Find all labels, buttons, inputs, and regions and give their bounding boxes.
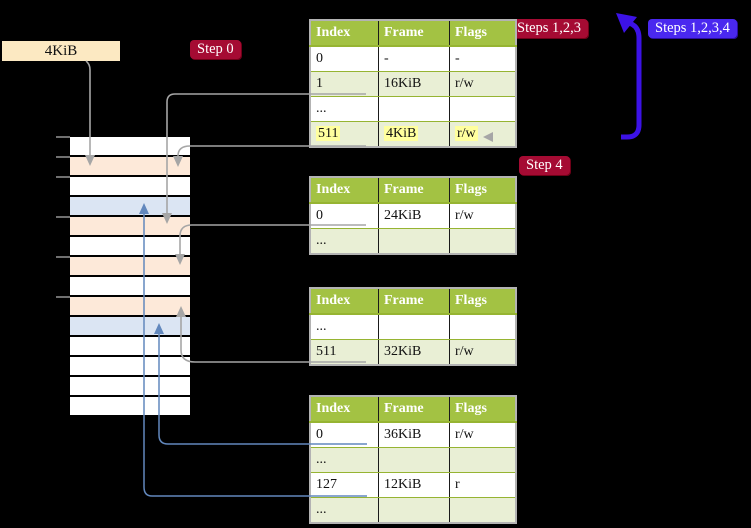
table-cell: 36KiB — [378, 422, 450, 448]
table-row: ... — [310, 228, 516, 254]
table-cell — [378, 447, 450, 473]
memory-frame-row-white — [70, 237, 190, 257]
memory-frame-row-white — [70, 337, 190, 357]
memory-frame-row-peach — [70, 297, 190, 317]
memory-frame-row-white — [70, 277, 190, 297]
table-cell: ... — [310, 447, 379, 473]
steps-123-badge: Steps 1,2,3 — [510, 19, 589, 38]
column-header-index: Index — [310, 288, 379, 315]
memory-frame-row-white — [70, 397, 190, 417]
table-cell: r/w — [449, 339, 516, 365]
column-header-flags: Flags — [449, 396, 516, 423]
memory-frame-row-white — [70, 137, 190, 157]
table-row: ... — [310, 447, 516, 473]
table-cell: 16KiB — [378, 71, 450, 97]
table-cell — [449, 228, 516, 254]
table-cell: 24KiB — [378, 203, 450, 229]
table-cell: r/w — [449, 422, 516, 448]
column-header-index: Index — [310, 177, 379, 204]
table-cell — [449, 447, 516, 473]
memory-frame-row-blue — [70, 317, 190, 337]
column-header-frame: Frame — [378, 177, 450, 204]
memory-frame-row-peach — [70, 157, 190, 177]
table-cell: 12KiB — [378, 472, 450, 498]
table-cell: 32KiB — [378, 339, 450, 365]
table-cell: 511 — [310, 339, 379, 365]
column-header-flags: Flags — [449, 288, 516, 315]
table-cell: - — [449, 46, 516, 72]
table-row: 511 4KiB r/w — [310, 121, 516, 147]
highlighted-value: 4KiB — [384, 126, 419, 141]
memory-frame-row-peach — [70, 257, 190, 277]
table-cell — [449, 497, 516, 523]
table-cell: r/w — [449, 121, 516, 147]
table-cell: - — [378, 46, 450, 72]
memory-frame-row-blue — [70, 197, 190, 217]
column-header-index: Index — [310, 396, 379, 423]
column-header-frame: Frame — [378, 20, 450, 47]
step-4-badge: Step 4 — [519, 156, 570, 175]
column-header-frame: Frame — [378, 396, 450, 423]
table-cell: r — [449, 472, 516, 498]
table-cell — [449, 314, 516, 340]
table-cell — [378, 96, 450, 122]
table-row: ... — [310, 314, 516, 340]
recursive-loop-arrow — [616, 13, 642, 140]
table-cell: 127 — [310, 472, 379, 498]
step-0-badge: Step 0 — [190, 40, 241, 59]
steps-1234-badge: Steps 1,2,3,4 — [648, 19, 737, 38]
memory-frame-row-peach — [70, 217, 190, 237]
table-cell: ... — [310, 228, 379, 254]
table-cell — [378, 497, 450, 523]
table-cell: ... — [310, 314, 379, 340]
column-header-frame: Frame — [378, 288, 450, 315]
frame-4kib-label: 4KiB — [2, 41, 120, 61]
table-cell: 511 — [310, 121, 379, 147]
highlighted-value: r/w — [455, 126, 478, 141]
table-cell — [378, 314, 450, 340]
memory-frame-row-white — [70, 357, 190, 377]
column-header-index: Index — [310, 20, 379, 47]
table-cell: 1 — [310, 71, 379, 97]
physical-memory-stack — [70, 137, 190, 417]
memory-frame-row-white — [70, 177, 190, 197]
memory-frame-row-white — [70, 377, 190, 397]
table-cell: 0 — [310, 46, 379, 72]
column-header-flags: Flags — [449, 20, 516, 47]
table-row: ... — [310, 96, 516, 122]
column-header-flags: Flags — [449, 177, 516, 204]
table-row: ... — [310, 497, 516, 523]
table-cell — [449, 96, 516, 122]
frame-boundary-ticks — [56, 136, 70, 298]
table-cell: r/w — [449, 203, 516, 229]
table-cell: 4KiB — [378, 121, 450, 147]
highlighted-value: 511 — [316, 126, 341, 141]
arrowhead-up-left-icon — [616, 13, 637, 33]
table-cell: r/w — [449, 71, 516, 97]
table-cell: ... — [310, 96, 379, 122]
table-row: 0-- — [310, 46, 516, 72]
table-cell: ... — [310, 497, 379, 523]
table-cell: 0 — [310, 422, 379, 448]
table-cell: 0 — [310, 203, 379, 229]
table-cell — [378, 228, 450, 254]
